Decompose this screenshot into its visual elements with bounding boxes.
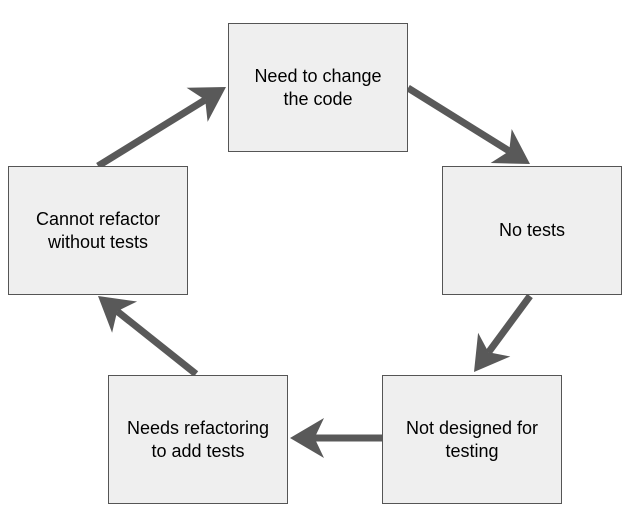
arrow-head xyxy=(474,332,511,372)
node-no-tests: No tests xyxy=(442,166,622,295)
node-label: Not designed for testing xyxy=(405,417,539,461)
node-label: Needs refactoring to add tests xyxy=(126,417,270,461)
arrow-no-tests-to-not-designed xyxy=(474,293,533,372)
arrow-need-change-to-no-tests xyxy=(406,85,530,164)
node-need-to-change-the-code: Need to change the code xyxy=(228,23,408,152)
node-label: No tests xyxy=(498,220,566,240)
arrow-head xyxy=(186,87,226,122)
arrow-needs-refactoring-to-cannot-refactor xyxy=(98,296,199,377)
arrow-head xyxy=(490,129,530,164)
node-label: Need to change the code xyxy=(254,65,382,109)
arrow-shaft xyxy=(114,308,199,377)
node-needs-refactoring-to-add-tests: Needs refactoring to add tests xyxy=(108,375,288,504)
arrow-shaft xyxy=(96,96,208,169)
node-label: Cannot refactor without tests xyxy=(35,208,161,252)
arrow-shaft xyxy=(485,293,533,355)
arrow-cannot-refactor-to-need-change xyxy=(96,87,226,169)
arrow-shaft xyxy=(406,85,512,155)
arrow-not-designed-to-needs-refactoring xyxy=(290,418,382,458)
arrow-head xyxy=(98,296,138,333)
node-cannot-refactor-without-tests: Cannot refactor without tests xyxy=(8,166,188,295)
arrow-head xyxy=(290,418,324,458)
node-not-designed-for-testing: Not designed for testing xyxy=(382,375,562,504)
